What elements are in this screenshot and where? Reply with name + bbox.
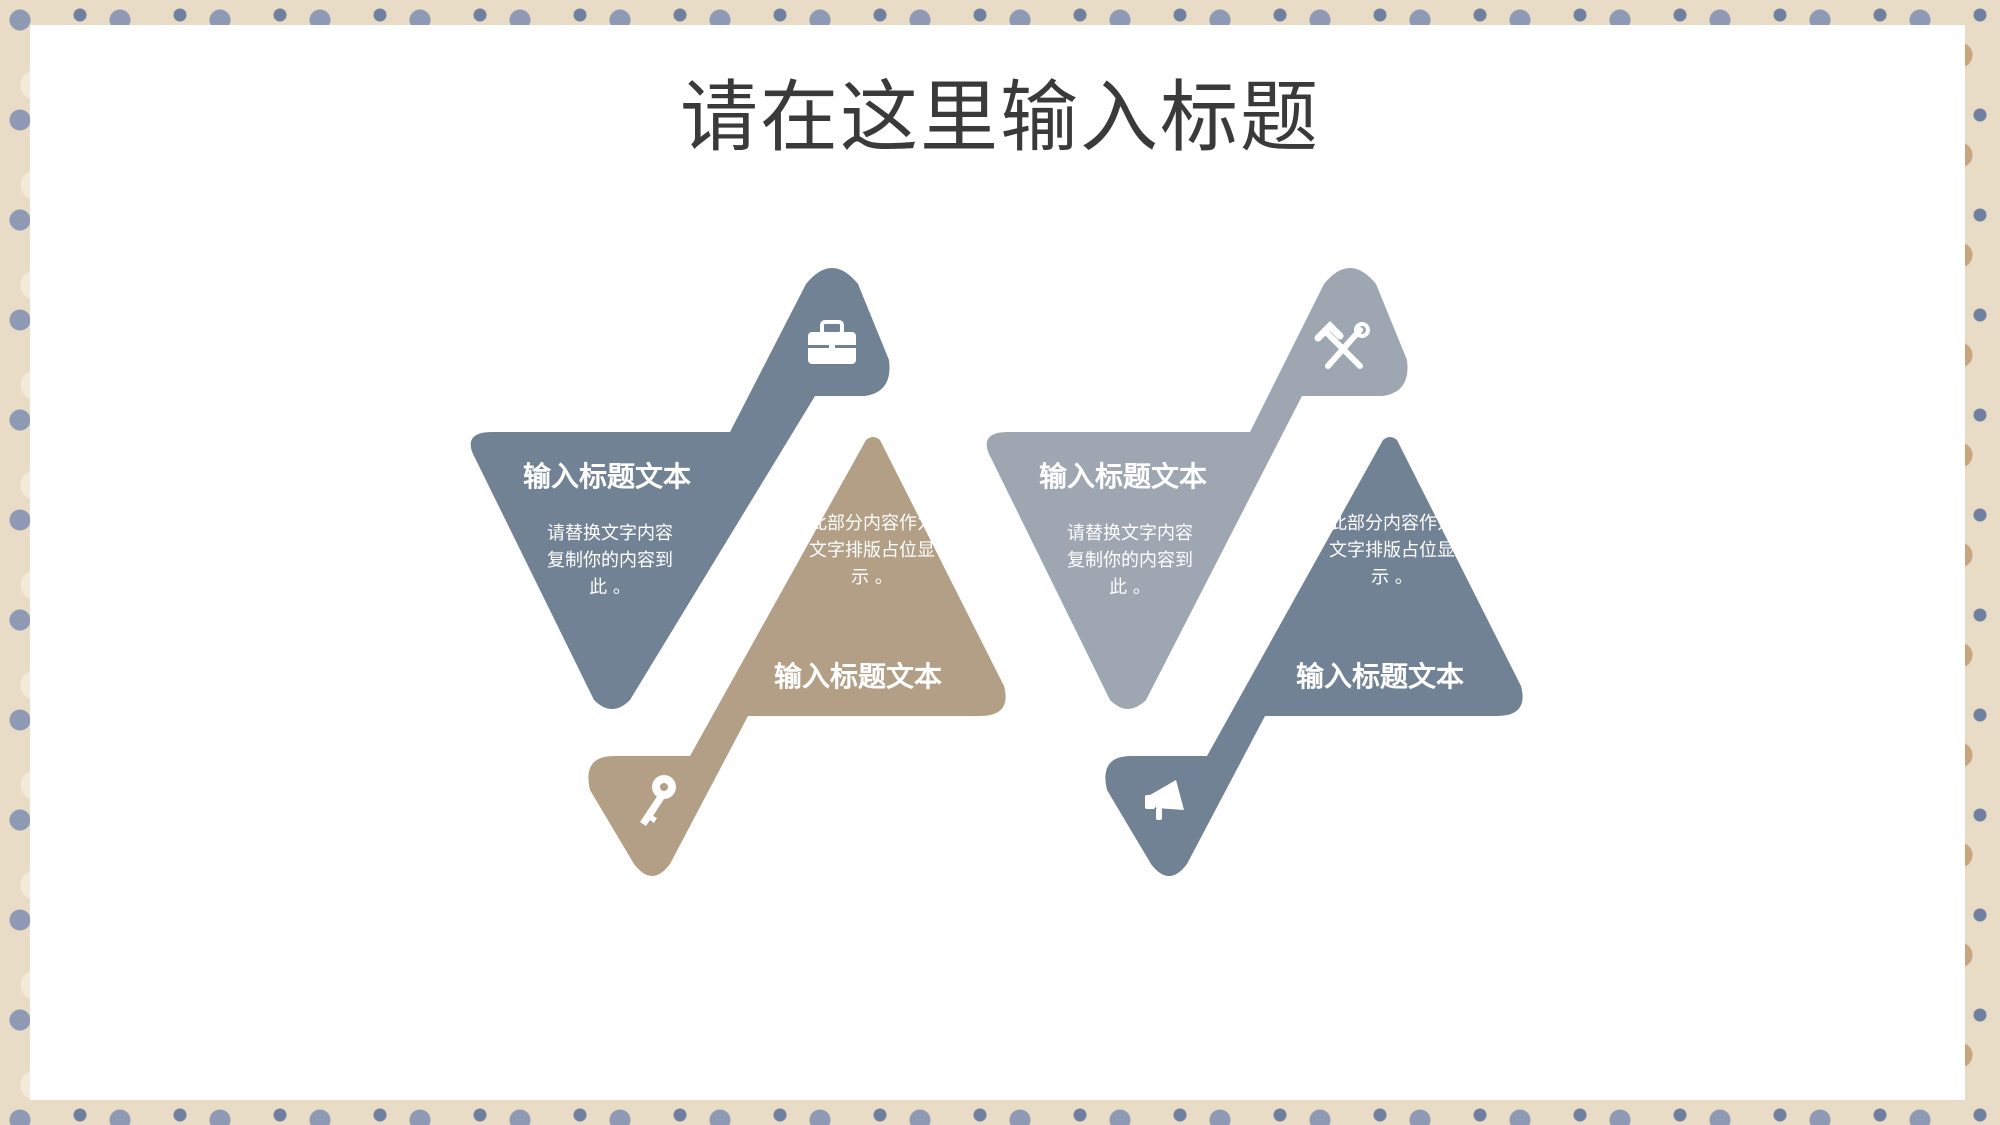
slide-title: 请在这里输入标题 bbox=[679, 73, 1320, 163]
group2-left-heading: 输入标题文本 bbox=[1038, 460, 1207, 493]
group2-left-body: 请替换文字内容复制你的内容到此 。 bbox=[1067, 523, 1193, 598]
group1-right-heading: 输入标题文本 bbox=[773, 660, 942, 693]
slide-panel bbox=[30, 25, 1965, 1100]
triangle-top-left-1 bbox=[470, 268, 890, 709]
hammer-wrench-icon bbox=[1314, 321, 1370, 369]
group2-right-body: 此部分内容作为文字排版占位显示 。 bbox=[1329, 513, 1455, 588]
briefcase-icon bbox=[808, 320, 856, 364]
group1-left-heading: 输入标题文本 bbox=[522, 460, 691, 493]
triangle-top-left-2 bbox=[986, 268, 1408, 709]
group1-right-body: 此部分内容作为文字排版占位显示 。 bbox=[809, 513, 935, 588]
triangle-bottom-right-1 bbox=[588, 437, 1006, 876]
group2-right-heading: 输入标题文本 bbox=[1295, 660, 1464, 693]
triangle-group-1 bbox=[470, 268, 1006, 876]
group1-left-body: 请替换文字内容复制你的内容到此 。 bbox=[547, 523, 673, 598]
megaphone-icon bbox=[1145, 780, 1184, 820]
key-icon bbox=[640, 775, 676, 826]
triangle-group-2 bbox=[986, 268, 1523, 876]
triangle-bottom-right-2 bbox=[1105, 437, 1523, 876]
